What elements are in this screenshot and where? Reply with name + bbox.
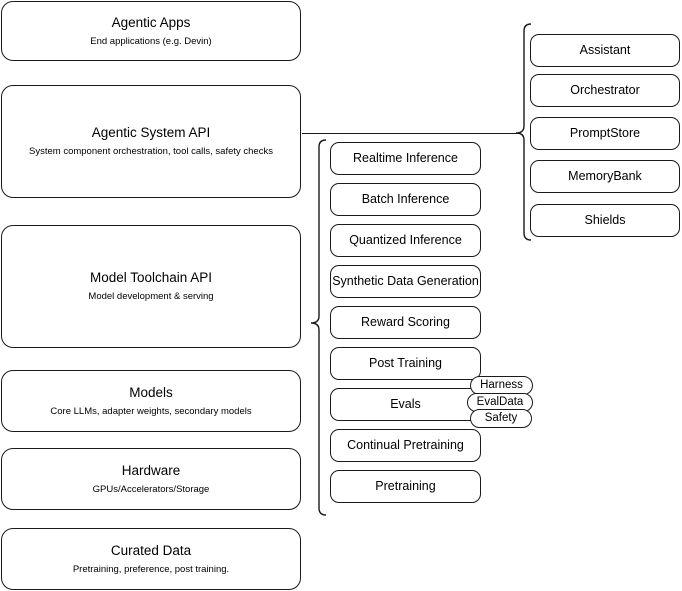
layer-agentic-apps[interactable]: Agentic Apps End applications (e.g. Devi… (1, 1, 301, 61)
capability-label: Post Training (369, 356, 442, 371)
capability-label: Quantized Inference (349, 233, 462, 248)
capability-continual-pretraining[interactable]: Continual Pretraining (330, 429, 481, 462)
layer-subtitle: GPUs/Accelerators/Storage (92, 483, 210, 495)
capability-label: Pretraining (375, 479, 436, 494)
brace-agentic-system (515, 23, 532, 241)
eval-badge-safety[interactable]: Safety (470, 409, 532, 428)
capability-realtime-inference[interactable]: Realtime Inference (330, 142, 481, 175)
layer-title: Agentic System API (91, 125, 211, 141)
component-label: MemoryBank (568, 169, 642, 184)
layer-title: Hardware (121, 462, 181, 478)
eval-badge-label: Harness (480, 378, 523, 391)
capability-reward-scoring[interactable]: Reward Scoring (330, 306, 481, 339)
layer-agentic-system-api[interactable]: Agentic System API System component orch… (1, 85, 301, 198)
layer-subtitle: Pretraining, preference, post training. (72, 563, 230, 575)
capability-label: Continual Pretraining (347, 438, 464, 453)
layer-model-toolchain-api[interactable]: Model Toolchain API Model development & … (1, 225, 301, 348)
component-label: Shields (584, 213, 626, 228)
layer-subtitle: End applications (e.g. Devin) (90, 35, 212, 47)
eval-badge-label: EvalData (476, 395, 524, 408)
layer-title: Curated Data (110, 542, 192, 558)
component-promptstore[interactable]: PromptStore (530, 117, 680, 150)
capability-post-training[interactable]: Post Training (330, 347, 481, 380)
component-orchestrator[interactable]: Orchestrator (530, 74, 680, 107)
capability-evals[interactable]: Evals (330, 388, 481, 421)
capability-label: Evals (390, 397, 421, 412)
layer-models[interactable]: Models Core LLMs, adapter weights, secon… (1, 370, 301, 432)
layer-title: Models (129, 384, 173, 400)
capability-pretraining[interactable]: Pretraining (330, 470, 481, 503)
layer-subtitle: Model development & serving (88, 291, 214, 303)
capability-label: Batch Inference (361, 192, 450, 207)
layer-hardware[interactable]: Hardware GPUs/Accelerators/Storage (1, 448, 301, 510)
brace-model-toolchain (310, 139, 327, 516)
layer-subtitle: System component orchestration, tool cal… (29, 146, 273, 158)
component-label: Orchestrator (570, 83, 640, 98)
connector-line-system-api-to-components (302, 133, 520, 134)
capability-batch-inference[interactable]: Batch Inference (330, 183, 481, 216)
capability-label: Synthetic Data Generation (332, 274, 479, 289)
eval-badge-label: Safety (484, 411, 518, 424)
component-label: PromptStore (569, 126, 641, 141)
capability-quantized-inference[interactable]: Quantized Inference (330, 224, 481, 257)
layer-subtitle: Core LLMs, adapter weights, secondary mo… (50, 405, 252, 417)
capability-synthetic-data-generation[interactable]: Synthetic Data Generation (330, 265, 481, 298)
capability-label: Realtime Inference (353, 151, 458, 166)
component-assistant[interactable]: Assistant (530, 34, 680, 67)
component-memorybank[interactable]: MemoryBank (530, 160, 680, 193)
layer-curated-data[interactable]: Curated Data Pretraining, preference, po… (1, 528, 301, 590)
component-shields[interactable]: Shields (530, 204, 680, 237)
layer-title: Model Toolchain API (89, 270, 213, 286)
layer-title: Agentic Apps (111, 14, 191, 30)
component-label: Assistant (579, 43, 631, 58)
capability-label: Reward Scoring (361, 315, 450, 330)
